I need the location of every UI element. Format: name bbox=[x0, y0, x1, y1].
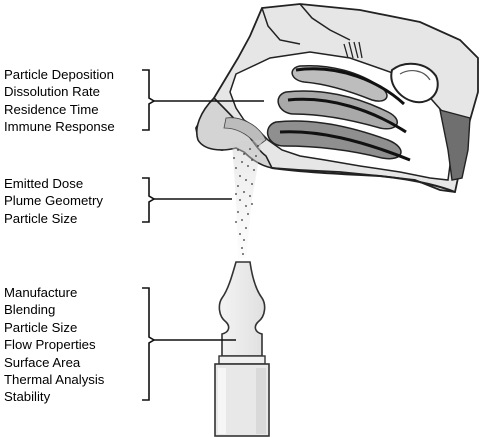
label-manufacture: Manufacture bbox=[4, 285, 78, 300]
label-emitted-dose: Emitted Dose bbox=[4, 176, 84, 191]
sphenoid-sinus bbox=[390, 62, 439, 104]
nasal-bracket bbox=[142, 69, 264, 131]
label-immune-response: Immune Response bbox=[4, 119, 115, 135]
label-stability: Stability bbox=[4, 389, 51, 405]
nasal-properties-list: Particle Deposition Dissolution Rate Res… bbox=[4, 66, 115, 136]
label-particle-deposition: Particle Deposition bbox=[4, 67, 114, 82]
label-surface-area: Surface Area bbox=[4, 354, 81, 370]
device-properties-list: Manufacture Blending Particle Size Flow … bbox=[4, 284, 104, 406]
label-particle-size: Particle Size bbox=[4, 210, 78, 226]
label-dissolution-rate: Dissolution Rate bbox=[4, 84, 101, 100]
inferior-turbinate bbox=[266, 120, 402, 160]
device-collar bbox=[218, 355, 266, 365]
label-blending: Blending bbox=[4, 302, 56, 318]
label-plume-geometry: Plume Geometry bbox=[4, 193, 103, 209]
olfactory-nerves bbox=[343, 41, 363, 59]
label-flow-properties: Flow Properties bbox=[4, 337, 96, 353]
device-nozzle bbox=[218, 261, 266, 357]
label-particle-size: Particle Size bbox=[4, 319, 78, 335]
plume-properties-list: Emitted Dose Plume Geometry Particle Siz… bbox=[4, 175, 103, 227]
nasal-cavity-anatomy bbox=[195, 3, 479, 194]
spray-plume bbox=[232, 140, 262, 258]
nasopharynx bbox=[439, 109, 471, 181]
nasal-spray-device bbox=[214, 261, 270, 437]
plume-bracket bbox=[142, 177, 232, 223]
superior-turbinate bbox=[291, 64, 388, 102]
device-bracket bbox=[142, 287, 236, 401]
label-thermal-analysis: Thermal Analysis bbox=[4, 372, 105, 388]
label-residence-time: Residence Time bbox=[4, 101, 99, 117]
